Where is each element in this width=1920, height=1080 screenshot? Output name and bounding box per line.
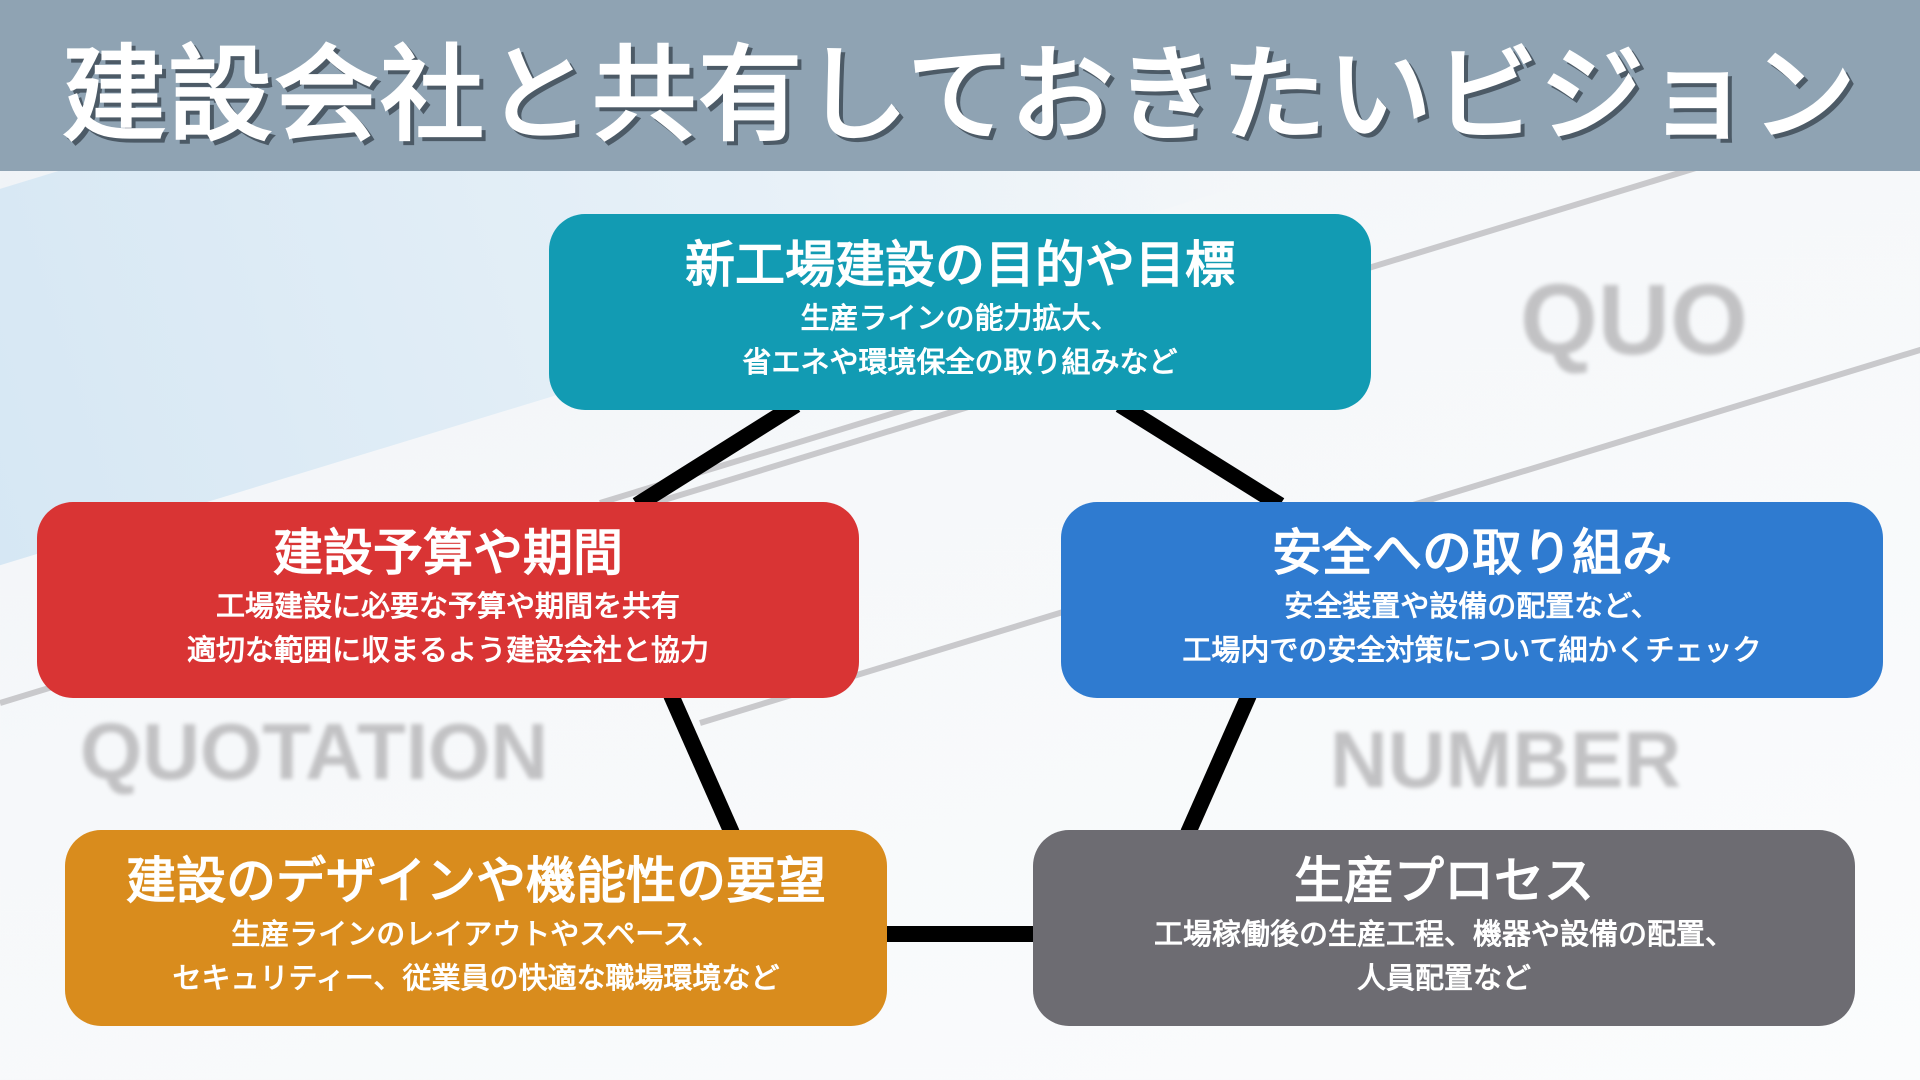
card-line: 工場建設に必要な予算や期間を共有 (215, 589, 680, 623)
card-title: 建設予算や期間 (273, 524, 623, 582)
card-line: 生産ラインのレイアウトやスペース、 (231, 917, 721, 951)
connector-top-left (632, 398, 801, 512)
connector-left-bottom (663, 691, 740, 837)
title-banner: 建設会社と共有しておきたいビジョン (0, 0, 1920, 171)
vision-card-production: 生産プロセス 工場稼働後の生産工程、機器や設備の配置、 人員配置など (1033, 830, 1855, 1026)
vision-card-budget: 建設予算や期間 工場建設に必要な予算や期間を共有 適切な範囲に収まるよう建設会社… (37, 502, 859, 698)
card-line: セキュリティー、従業員の快適な職場環境など (172, 961, 780, 995)
vision-card-design: 建設のデザインや機能性の要望 生産ラインのレイアウトやスペース、 セキュリティー… (65, 830, 887, 1026)
connector-right-bottom (1180, 691, 1257, 837)
page-title: 建設会社と共有しておきたいビジョン (62, 34, 1858, 156)
card-line: 工場内での安全対策について細かくチェック (1182, 633, 1762, 667)
card-title: 建設のデザインや機能性の要望 (126, 852, 826, 910)
card-title: 新工場建設の目的や目標 (685, 236, 1235, 294)
card-line: 省エネや環境保全の取り組みなど (742, 345, 1178, 379)
connector-top-right (1115, 398, 1285, 512)
card-line: 工場稼働後の生産工程、機器や設備の配置、 (1153, 917, 1734, 951)
card-line: 人員配置など (1356, 961, 1531, 995)
background-word: NUMBER (1330, 715, 1682, 804)
vision-card-goals: 新工場建設の目的や目標 生産ラインの能力拡大、 省エネや環境保全の取り組みなど (549, 214, 1371, 410)
card-line: 安全装置や設備の配置など、 (1284, 589, 1660, 623)
card-title: 安全への取り組み (1272, 524, 1672, 582)
background-word: QUO (1520, 264, 1748, 376)
background-word: QUOTATION (80, 707, 549, 796)
card-line: 適切な範囲に収まるよう建設会社と協力 (186, 633, 709, 667)
card-line: 生産ラインの能力拡大、 (800, 301, 1120, 335)
card-title: 生産プロセス (1294, 852, 1594, 910)
vision-card-safety: 安全への取り組み 安全装置や設備の配置など、 工場内での安全対策について細かくチ… (1061, 502, 1883, 698)
